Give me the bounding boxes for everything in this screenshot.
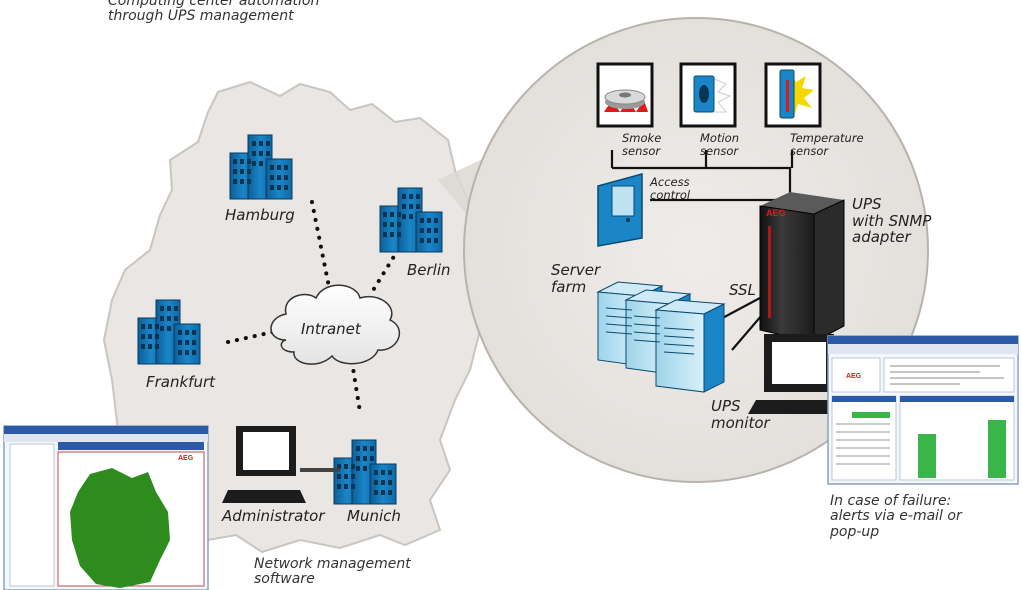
label-frankfurt: Frankfurt bbox=[146, 373, 216, 391]
label-smoke-sensor: Smoke sensor bbox=[622, 131, 662, 158]
ups-monitor-icon bbox=[748, 334, 848, 414]
nms-software-screenshot: AEG bbox=[3, 425, 209, 590]
server-farm-icon bbox=[596, 281, 726, 393]
alert-brand-logo: AEG bbox=[846, 373, 862, 380]
link-berlin-intranet bbox=[370, 248, 400, 294]
link-hamburg-intranet bbox=[310, 200, 332, 294]
nms-brand-logo: AEG bbox=[178, 455, 194, 462]
access-control-icon bbox=[597, 173, 643, 247]
intranet-cloud bbox=[270, 284, 401, 365]
label-motion-sensor: Motion sensor bbox=[700, 131, 739, 158]
motion-sensor-icon bbox=[679, 62, 737, 128]
label-nms-caption: Network management software bbox=[254, 556, 411, 588]
smoke-sensor-icon bbox=[596, 62, 654, 128]
label-access-control: Access control bbox=[650, 175, 691, 202]
label-berlin: Berlin bbox=[407, 261, 451, 279]
germany-green-map bbox=[70, 468, 170, 588]
label-munich: Munich bbox=[347, 507, 401, 525]
label-server-farm: Server farm bbox=[551, 261, 601, 296]
ups-tower-icon: AEG bbox=[759, 192, 845, 343]
label-administrator: Administrator bbox=[222, 507, 325, 525]
administrator-computer-icon bbox=[222, 426, 340, 503]
label-temperature-sensor: Temperature sensor bbox=[790, 131, 864, 158]
alert-popup-screenshot: AEG bbox=[827, 335, 1019, 485]
diagram-caption: Computing center automation through UPS … bbox=[108, 0, 320, 25]
label-hamburg: Hamburg bbox=[225, 206, 295, 224]
label-ups-snmp: UPS with SNMP adapter bbox=[852, 195, 932, 246]
temperature-sensor-icon bbox=[764, 62, 822, 128]
label-ups-monitor: UPS monitor bbox=[711, 397, 770, 432]
label-ssl: SSL bbox=[729, 281, 756, 299]
label-intranet: Intranet bbox=[301, 320, 361, 338]
label-failure-caption: In case of failure: alerts via e-mail or… bbox=[830, 493, 962, 540]
ups-brand-logo: AEG bbox=[766, 208, 786, 218]
link-intranet-munich bbox=[350, 360, 362, 414]
